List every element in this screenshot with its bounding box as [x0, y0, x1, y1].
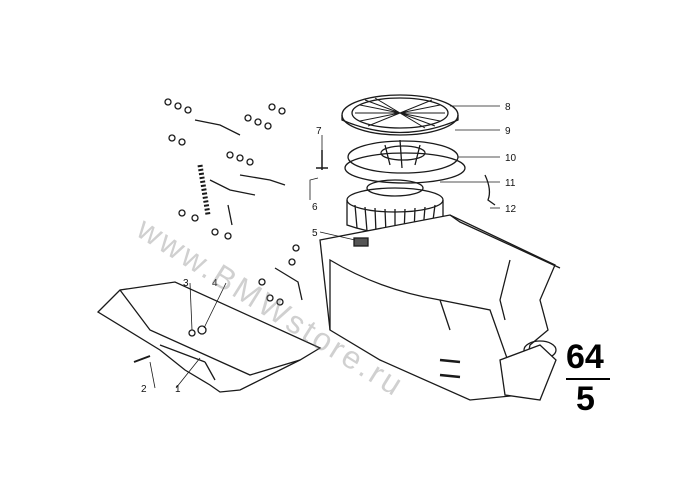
callout-5: 5 [312, 228, 318, 239]
clip-5 [353, 237, 369, 247]
group-number-sub: 5 [576, 380, 595, 418]
screw-2 [133, 355, 151, 363]
grommet-4 [197, 325, 207, 335]
callout-8: 8 [505, 102, 511, 113]
callout-3: 3 [183, 278, 189, 289]
callout-9: 9 [505, 126, 511, 137]
callout-1: 1 [175, 384, 181, 395]
screw-7 [316, 150, 328, 170]
cable-12 [484, 174, 496, 206]
callout-4: 4 [212, 278, 218, 289]
gasket-10 [344, 152, 466, 184]
cover-plate-1 [96, 281, 322, 393]
heater-box [319, 214, 561, 401]
callout-11: 11 [505, 178, 516, 189]
callout-6: 6 [312, 202, 318, 213]
linkage-cluster [164, 98, 303, 306]
fan-housing-9 [347, 139, 459, 174]
callout-10: 10 [505, 153, 517, 164]
callout-12: 12 [505, 204, 517, 215]
callout-7: 7 [316, 126, 322, 137]
group-number-divider [566, 378, 610, 380]
group-number-main: 64 [566, 338, 604, 376]
grille-8 [341, 94, 459, 136]
callout-2: 2 [141, 384, 147, 395]
leader-lines [149, 105, 500, 389]
fan-wheel-11 [346, 179, 444, 235]
